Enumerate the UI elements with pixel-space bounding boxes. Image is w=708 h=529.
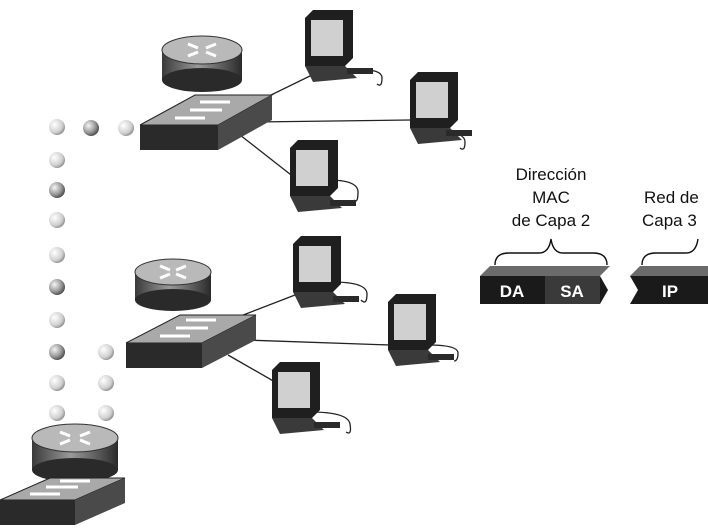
- net-brace: [641, 238, 699, 266]
- switch-icon: [125, 314, 257, 368]
- cable: [427, 344, 459, 362]
- cable: [309, 411, 352, 434]
- mac-label-line1: Dirección: [516, 165, 587, 184]
- field-ip: IP: [662, 282, 678, 301]
- router-icon: [31, 423, 119, 482]
- cable: [244, 339, 391, 346]
- cable: [331, 281, 368, 303]
- frame-header: [480, 266, 708, 304]
- computer-icon: [410, 72, 472, 144]
- computer-icon: [305, 10, 373, 82]
- router-icon: [161, 35, 243, 92]
- computer-icon: [272, 362, 340, 434]
- switch-icon: [0, 477, 126, 525]
- mac-label-line2: MAC: [532, 188, 570, 207]
- computer-icon: [290, 140, 356, 212]
- field-sa: SA: [560, 282, 584, 301]
- mac-label-line3: de Capa 2: [512, 211, 590, 230]
- field-da: DA: [500, 282, 525, 301]
- computer-icon: [293, 236, 359, 308]
- computer-icon: [388, 294, 454, 366]
- cable: [254, 119, 411, 123]
- switch-icon: [139, 94, 274, 150]
- dotted-link-icon: [49, 119, 134, 421]
- cable: [239, 134, 296, 179]
- mac-brace: [494, 238, 608, 266]
- router-icon: [134, 258, 212, 311]
- cable: [227, 354, 276, 383]
- net-label-line2: Capa 3: [642, 211, 697, 230]
- net-label-line1: Red de: [644, 188, 699, 207]
